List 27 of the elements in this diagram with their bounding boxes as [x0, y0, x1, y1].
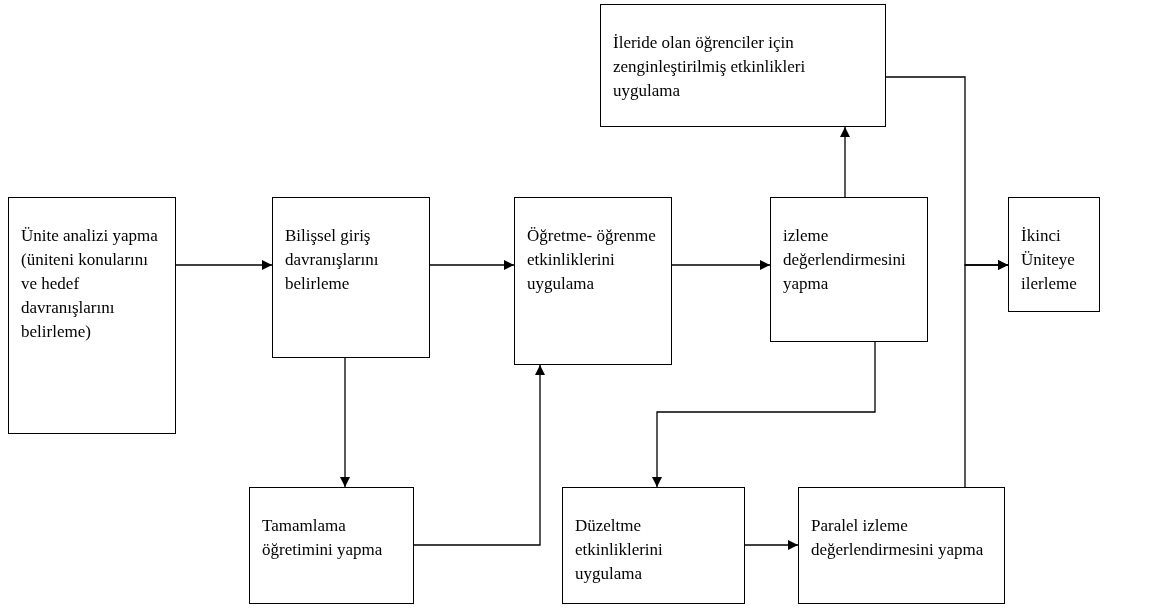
process-box [249, 487, 414, 604]
process-box [272, 197, 430, 358]
box-text: Düzeltme etkinliklerini uygulama [575, 515, 664, 585]
box-text: Paralel izleme değerlendirmesini yapma [811, 515, 985, 561]
arrow [744, 540, 799, 550]
arrow [652, 341, 876, 488]
box-text: Öğretme- öğrenme etkinliklerini uygulama [527, 225, 657, 295]
box-text: Tamamlama öğretimini yapma [262, 515, 384, 561]
process-box [600, 4, 886, 127]
arrow [340, 357, 350, 488]
arrow [429, 260, 515, 270]
process-box [562, 487, 745, 604]
box-text: Bilişsel giriş davranışlarını belirleme [285, 225, 380, 295]
process-box [770, 197, 928, 342]
process-box [8, 197, 176, 434]
arrow [175, 260, 273, 270]
arrow [671, 260, 771, 270]
arrow [964, 260, 1009, 488]
process-box [1008, 197, 1100, 312]
process-box [514, 197, 672, 365]
arrow [840, 126, 850, 198]
box-text: İleride olan öğrenciler için zenginleştirilmiş etkinlikleri uygulama [613, 32, 807, 102]
arrow [413, 364, 545, 546]
box-text: İkinci Üniteye ilerleme [1021, 225, 1078, 295]
box-text: Ünite analizi yapma (üniteni konularını ve hedef davranışlarını belirleme) [21, 225, 159, 343]
box-text: izleme değerlendirmesini yapma [783, 225, 907, 295]
process-box [798, 487, 1005, 604]
